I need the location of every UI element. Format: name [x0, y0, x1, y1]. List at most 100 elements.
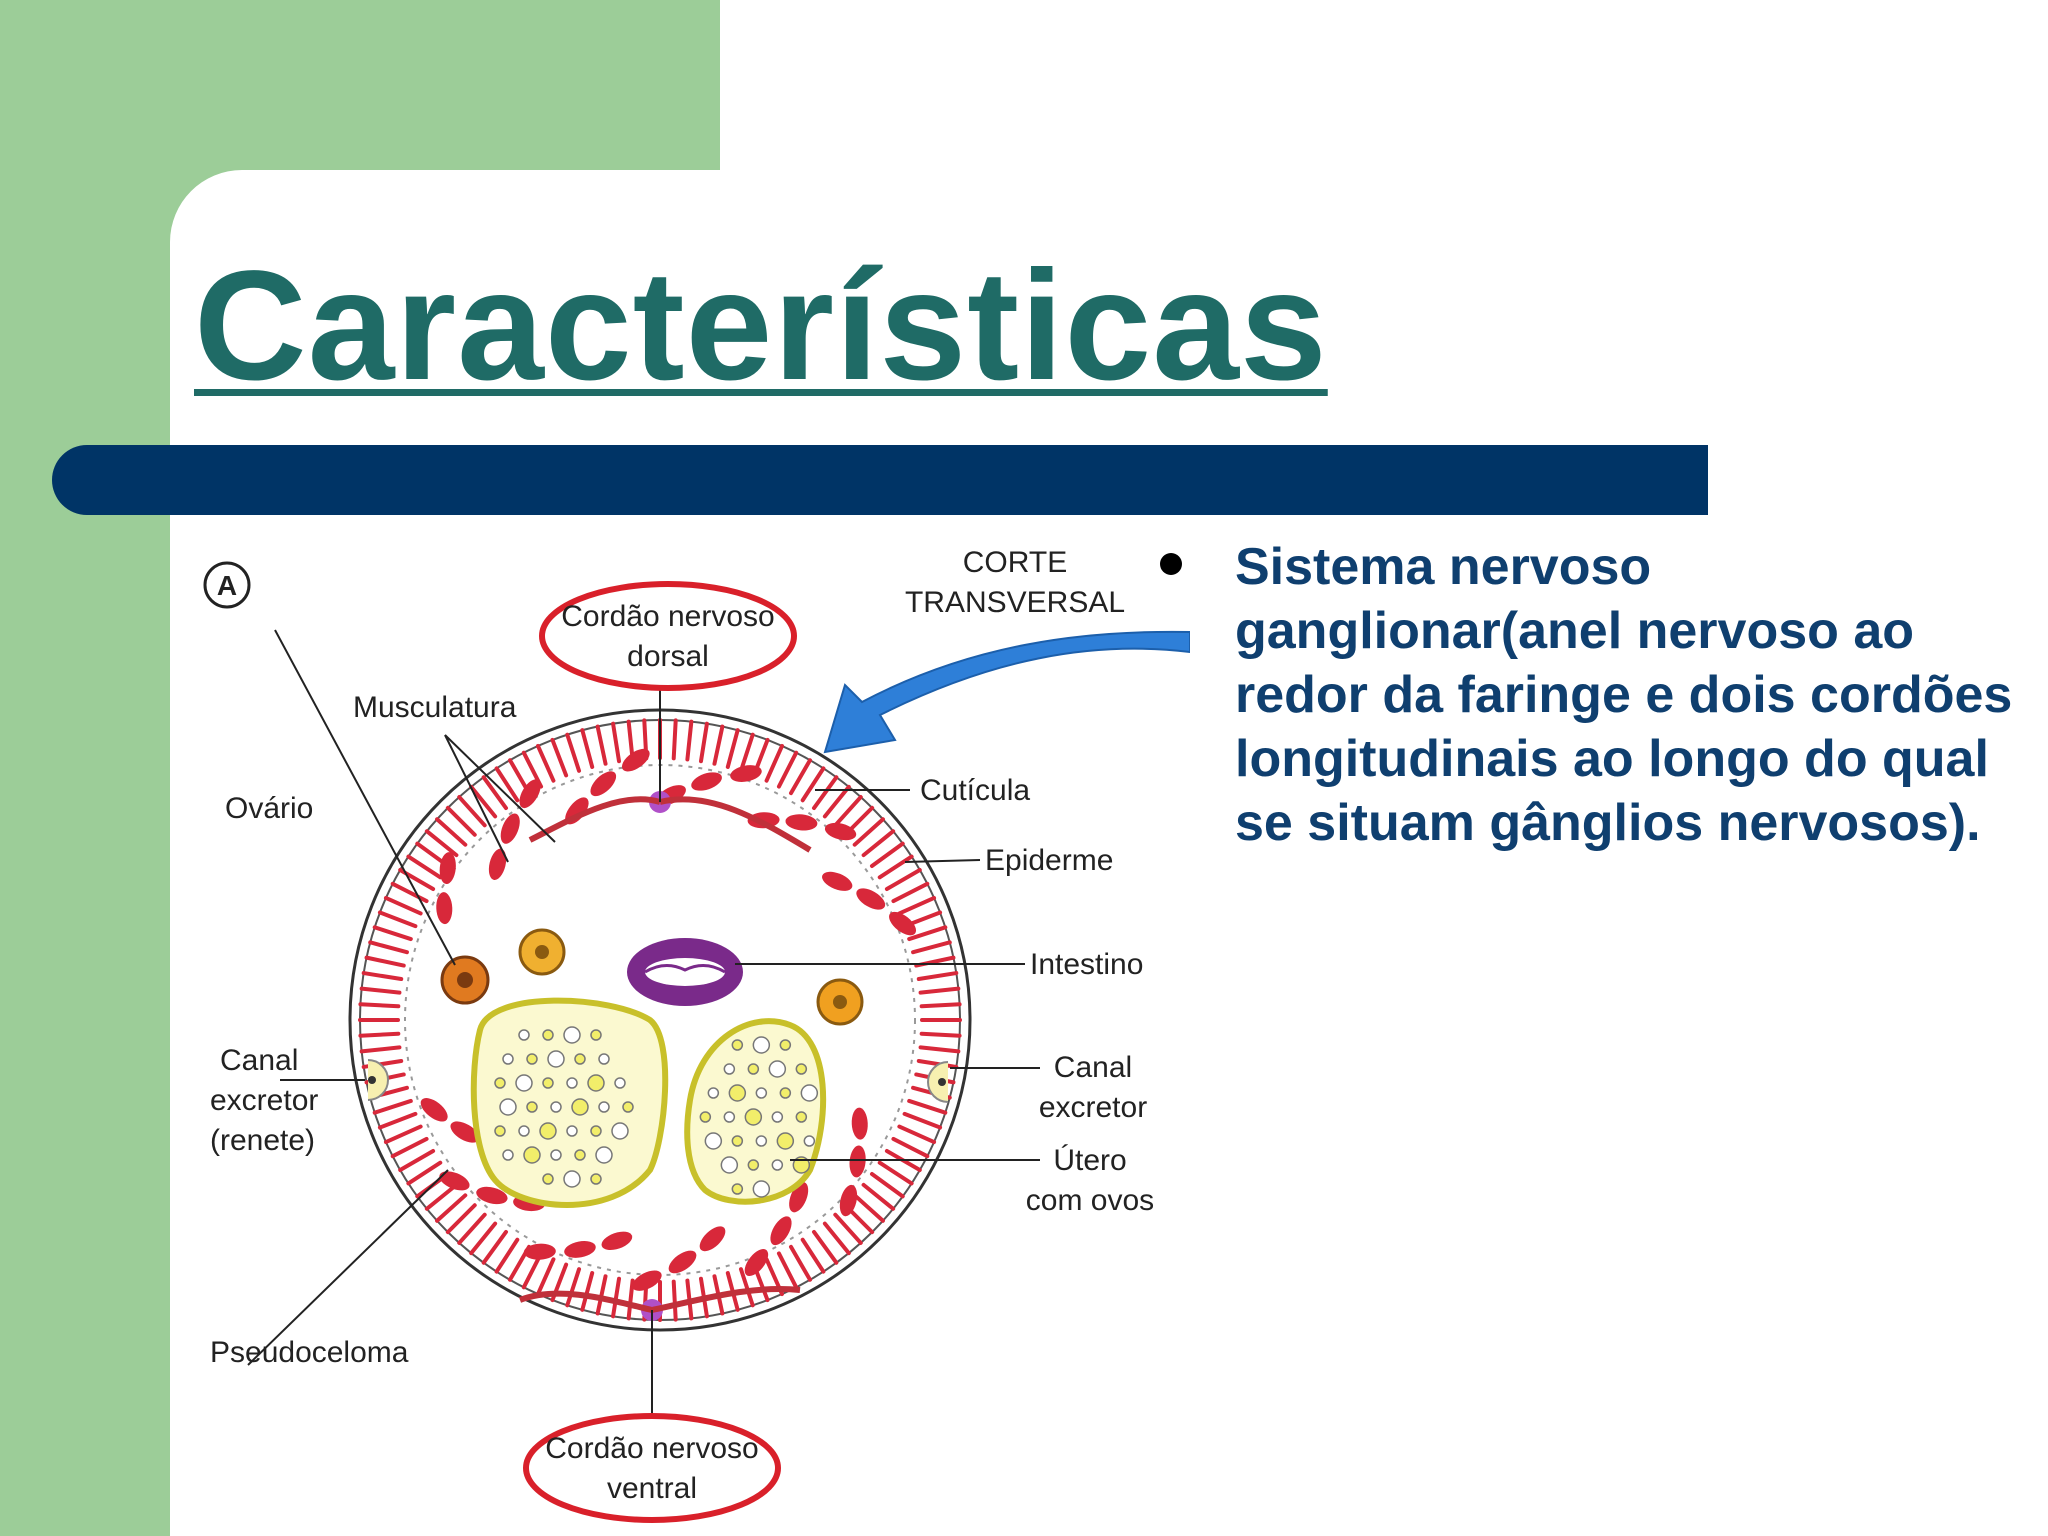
excretory-canal-left [367, 1059, 389, 1101]
muscle-cell [439, 1171, 470, 1191]
muscle-fiber [891, 1136, 930, 1159]
muscle-fiber [800, 1237, 826, 1274]
muscle-cell [691, 772, 722, 791]
muscle-fiber [907, 925, 948, 942]
leader-lines [247, 629, 1040, 1415]
muscle-cell [744, 1249, 769, 1277]
muscle-fiber [911, 940, 952, 955]
muscle-fiber [738, 1267, 755, 1308]
egg [744, 1108, 763, 1126]
muscle-fiber [469, 1221, 498, 1256]
ovary-right [816, 978, 864, 1026]
muscle-fiber [918, 986, 961, 995]
bullet-item: Sistema nervoso ganglionar(anel nervoso … [1235, 538, 2013, 852]
egg [598, 1101, 610, 1113]
muscle-fiber [811, 1229, 839, 1265]
muscle-fiber [595, 1274, 608, 1316]
muscle-fiber [377, 1111, 418, 1130]
muscle-fiber [897, 1124, 937, 1145]
egg [779, 1087, 792, 1099]
egg [574, 1149, 586, 1161]
muscle-cell [450, 1121, 480, 1143]
muscle-fiber [712, 724, 725, 766]
muscle-fiber [902, 1111, 943, 1130]
egg [590, 1029, 602, 1041]
muscle-fiber [595, 724, 608, 766]
muscle-cell [488, 848, 507, 880]
egg [755, 1135, 768, 1147]
egg [795, 1111, 808, 1123]
muscle-cell [436, 892, 453, 925]
muscle-fiber [383, 895, 423, 916]
muscle-fiber [685, 719, 694, 762]
muscle-fiber [877, 1160, 914, 1186]
egg [539, 1122, 557, 1140]
muscle-fiber [764, 743, 785, 783]
egg [622, 1101, 634, 1113]
egg [800, 1084, 819, 1102]
muscle-fiber [435, 1193, 468, 1223]
muscle-fiber [424, 829, 459, 858]
muscle-fiber [372, 925, 413, 942]
muscle-cell [439, 852, 456, 885]
muscle-fiber [861, 1182, 896, 1211]
slide-title: Características [194, 239, 1328, 413]
egg [587, 1074, 605, 1092]
egg [704, 1132, 723, 1150]
bullet-dot [1160, 553, 1182, 575]
muscle-fiber [861, 829, 896, 858]
egg [566, 1125, 578, 1137]
label-canal-left-line1: Canal [220, 1044, 298, 1077]
cross-section-diagram: A CORTE TRANSVERSAL [190, 540, 1190, 1536]
egg [723, 1063, 736, 1075]
muscle-cell [699, 1226, 726, 1252]
muscle-fiber [580, 728, 595, 769]
muscle-cell [420, 1098, 448, 1122]
egg [526, 1101, 538, 1113]
muscle-cell [856, 888, 886, 910]
label-canal-left-line2: excretor [210, 1084, 318, 1117]
muscle-fiber [377, 910, 418, 929]
muscle-fiber [361, 971, 404, 982]
muscle-cell [476, 1186, 508, 1205]
muscle-fiber [738, 732, 755, 773]
ovary-left [440, 955, 490, 1005]
muscle-cell [519, 779, 541, 809]
label-canal-right-line1: Canal [1054, 1051, 1132, 1084]
egg [494, 1077, 506, 1089]
muscle-cell [601, 1231, 633, 1251]
muscle-fiber [852, 1193, 885, 1223]
egg [598, 1053, 610, 1065]
label-ovario: Ovário [225, 792, 313, 825]
egg [590, 1125, 602, 1137]
egg [542, 1077, 554, 1089]
egg [518, 1125, 530, 1137]
label-canal-left-line3: (renete) [210, 1124, 315, 1157]
egg [755, 1087, 768, 1099]
muscle-cell [564, 1241, 596, 1258]
label-intestino: Intestino [1030, 948, 1143, 981]
label-musculatura: Musculatura [353, 691, 517, 724]
muscle-fiber [424, 1182, 459, 1211]
uterus-left [470, 997, 669, 1208]
label-utero-line2: com ovos [1026, 1184, 1154, 1217]
intestine [627, 938, 743, 1006]
label-pseudoceloma: Pseudoceloma [210, 1336, 409, 1369]
muscle-cell [839, 1184, 858, 1217]
muscle-fiber [877, 854, 914, 880]
excretory-canal-right [927, 1061, 949, 1103]
egg [595, 1146, 613, 1164]
egg [707, 1087, 720, 1099]
muscle-fiber [481, 775, 509, 811]
egg [803, 1135, 816, 1147]
label-utero-line1: Útero [1053, 1144, 1126, 1177]
muscle-fiber [626, 1278, 635, 1321]
muscle-fiber [891, 881, 930, 904]
muscle-fiber [776, 750, 799, 789]
muscle-fiber [869, 1171, 905, 1199]
muscle-fiber [535, 743, 556, 783]
egg [542, 1173, 554, 1185]
muscle-fiber [884, 868, 922, 891]
muscle-fiber [580, 1271, 595, 1312]
egg [747, 1063, 760, 1075]
